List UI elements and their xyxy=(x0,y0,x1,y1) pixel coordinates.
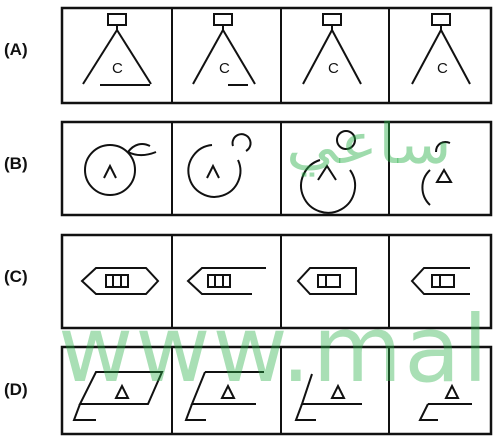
row-c-cell-4 xyxy=(410,267,470,295)
row-label-d: (D) xyxy=(4,380,28,399)
row-a-cell-4-letter: C xyxy=(437,60,448,77)
row-a-cell-1: C xyxy=(82,13,152,86)
row-label-a: (A) xyxy=(4,40,28,59)
row-d-cell-1 xyxy=(72,371,164,421)
row-a-frame xyxy=(60,6,493,105)
row-b-cell-1 xyxy=(84,143,157,196)
row-c-frame xyxy=(60,233,493,330)
row-a-cell-3: C xyxy=(302,13,362,85)
row-label-b: (B) xyxy=(4,154,28,173)
row-a-cell-4: C xyxy=(411,13,471,85)
row-c-cell-2 xyxy=(186,267,266,295)
row-b-cell-4 xyxy=(421,141,453,206)
row-d-frame xyxy=(60,345,493,436)
watermark-url: www.mal xyxy=(58,296,491,403)
row-a-cell-1-letter: C xyxy=(112,60,123,77)
row-d-cell-4 xyxy=(418,383,472,421)
watermark-arabic: ساعي xyxy=(286,112,452,177)
row-b-frame xyxy=(60,120,493,217)
row-d-cell-2 xyxy=(184,371,264,421)
row-b-cell-3 xyxy=(300,130,357,214)
row-label-c: (C) xyxy=(4,267,28,286)
row-b-cell-2 xyxy=(187,133,252,198)
row-c-cell-3 xyxy=(296,267,357,295)
row-a-cell-3-letter: C xyxy=(328,60,339,77)
row-c-cell-1 xyxy=(80,267,160,295)
row-d-cell-3 xyxy=(294,373,362,421)
row-a-cell-2: C xyxy=(192,13,256,86)
row-a-cell-2-letter: C xyxy=(219,60,230,77)
